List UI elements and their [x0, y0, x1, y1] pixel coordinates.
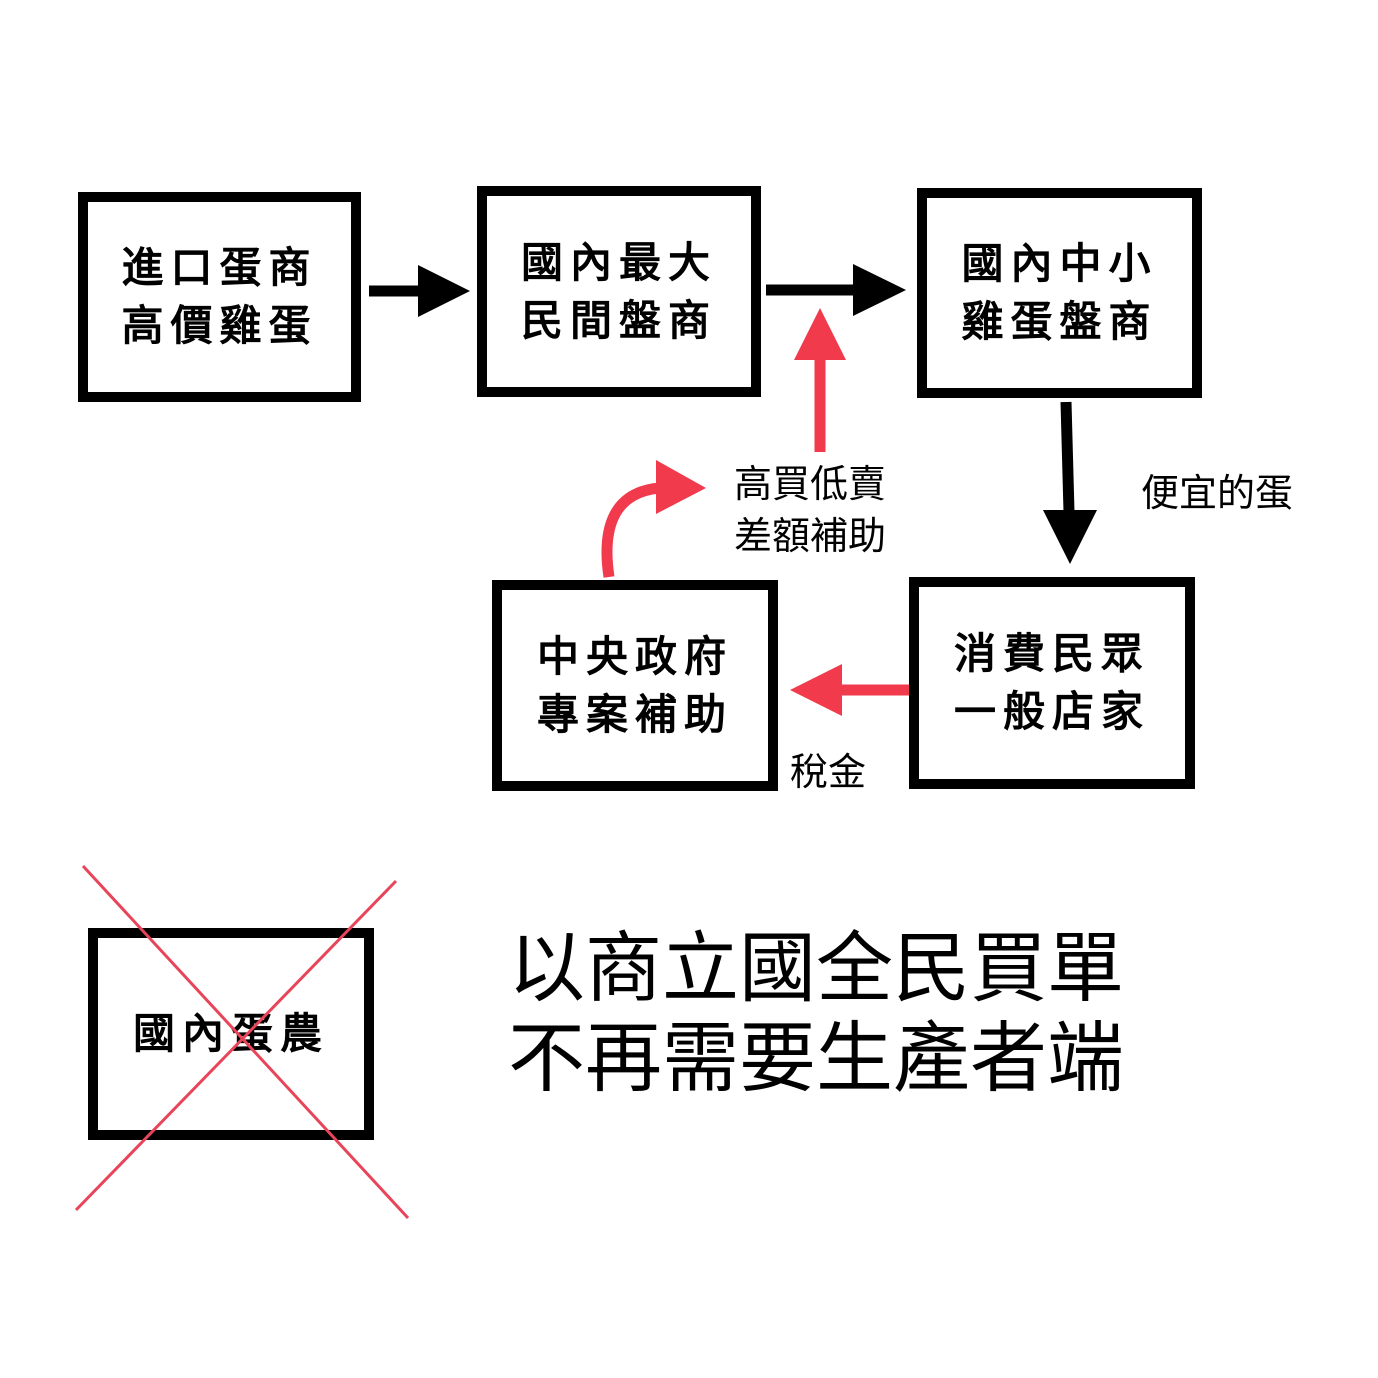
slogan: 以商立國全民買單 不再需要生產者端 [508, 925, 1124, 1105]
box-import-egg-dealer: 進口蛋商 高價雞蛋 [78, 192, 361, 402]
box-label: 一般店家 [953, 687, 1150, 736]
label-subsidy-line2: 差額補助 [734, 514, 887, 558]
label-tax: 稅金 [790, 750, 867, 794]
box-label: 進口蛋商 [121, 243, 318, 292]
box-label: 高價雞蛋 [121, 301, 318, 350]
arrow-big-to-small-dealer [766, 264, 906, 316]
box-label: 國內蛋農 [132, 1009, 329, 1058]
arrow-import-to-big-dealer [369, 265, 470, 317]
slogan-line1: 以商立國全民買單 [508, 925, 1124, 1014]
box-label: 國內最大 [520, 237, 717, 287]
slogan-line2: 不再需要生產者端 [508, 1015, 1124, 1104]
box-domestic-egg-farmers: 國內蛋農 [88, 928, 374, 1140]
box-label: 雞蛋盤商 [961, 297, 1158, 346]
label-subsidy-line1: 高買低賣 [734, 462, 887, 506]
arrow-subsidy-to-big-dealer [794, 308, 846, 452]
box-label: 民間盤商 [520, 295, 717, 345]
box-small-egg-dealer: 國內中小 雞蛋盤商 [917, 188, 1202, 398]
label-cheap-egg: 便宜的蛋 [1141, 471, 1294, 515]
arrow-government-curve [601, 460, 706, 578]
arrow-consumers-to-government [790, 664, 911, 716]
box-label: 專案補助 [536, 689, 733, 739]
box-big-private-dealer: 國內最大 民間盤商 [477, 186, 761, 397]
box-label: 國內中小 [961, 239, 1158, 288]
box-label: 消費民眾 [953, 629, 1150, 678]
arrow-small-dealer-to-consumers [1043, 401, 1097, 564]
box-consumers: 消費民眾 一般店家 [909, 577, 1195, 789]
box-central-government: 中央政府 專案補助 [492, 580, 778, 791]
box-label: 中央政府 [536, 631, 733, 681]
